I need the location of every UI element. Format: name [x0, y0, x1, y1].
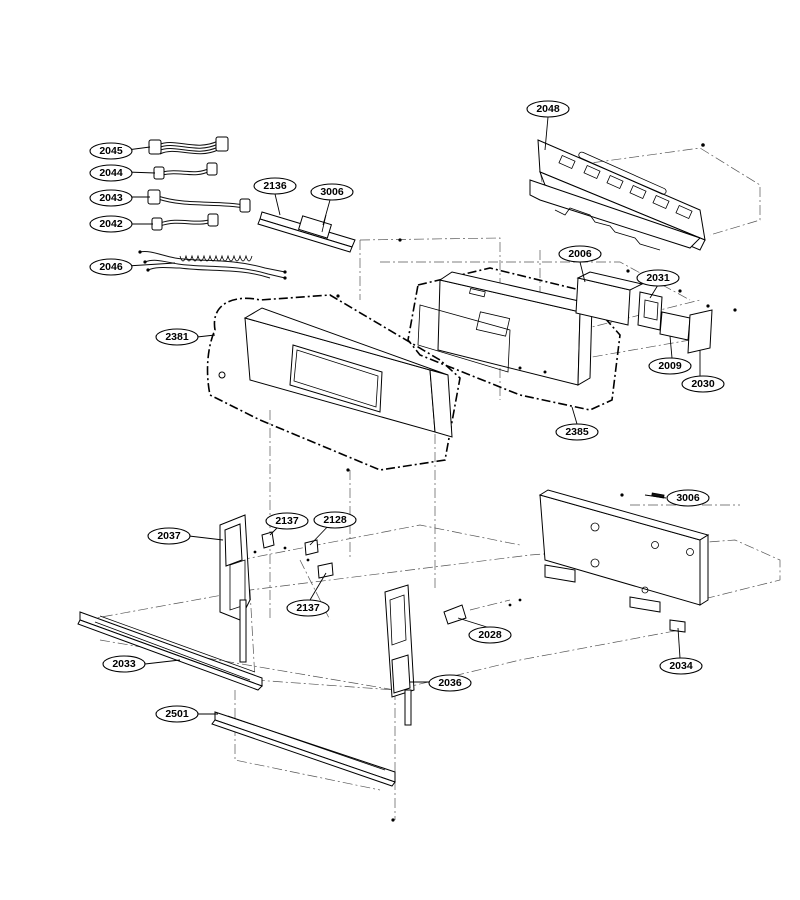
label-2043: 2043: [89, 189, 133, 207]
part-2136-bracket: [257, 211, 402, 253]
part-2137-clip-upper: [261, 531, 287, 550]
label-2045: 2045: [89, 142, 133, 160]
part-2042-wire-harness: [151, 213, 219, 231]
label-2501-text: 2501: [165, 708, 189, 720]
callout-labels: 2048 2045 2044 2043 2042 2046 2136 3006: [89, 100, 725, 723]
label-2137-lower: 2137: [286, 599, 330, 617]
label-2009-text: 2009: [658, 360, 682, 372]
label-2136: 2136: [253, 177, 297, 195]
label-3006-upper-text: 3006: [320, 186, 344, 198]
leader-lines: [126, 116, 701, 715]
label-2046-text: 2046: [99, 261, 123, 273]
label-2034-text: 2034: [669, 660, 693, 672]
part-2381-control-panel-group: [206, 294, 461, 472]
label-2034: 2034: [659, 657, 703, 675]
label-2501: 2501: [155, 705, 199, 723]
label-2009: 2009: [648, 357, 692, 375]
label-2137-upper: 2137: [265, 512, 309, 530]
label-2006: 2006: [558, 245, 602, 263]
label-2042-text: 2042: [99, 218, 123, 230]
label-2028: 2028: [468, 626, 512, 644]
label-2031-text: 2031: [646, 272, 670, 284]
part-2046-wire-harness: [138, 250, 287, 280]
part-2034-rear-frame: [538, 489, 710, 633]
label-2385-text: 2385: [565, 426, 589, 438]
part-2128-clip: [304, 539, 319, 562]
label-2137-lower-text: 2137: [296, 602, 320, 614]
part-2048-vent-panel: [529, 139, 706, 251]
label-2042: 2042: [89, 215, 133, 233]
part-2385-display-board-group: [407, 267, 621, 411]
part-2137-clip-lower: [317, 562, 334, 579]
label-2048: 2048: [526, 100, 570, 118]
label-2030: 2030: [681, 375, 725, 393]
part-2030-cover: [687, 308, 737, 354]
label-2037: 2037: [147, 527, 191, 545]
label-2037-text: 2037: [157, 530, 181, 542]
label-2137-upper-text: 2137: [275, 515, 299, 527]
label-2044-text: 2044: [99, 167, 123, 179]
label-2045-text: 2045: [99, 145, 123, 157]
label-2006-text: 2006: [568, 248, 592, 260]
label-2136-text: 2136: [263, 180, 287, 192]
label-2036-text: 2036: [438, 677, 462, 689]
part-2009-switch: [659, 304, 710, 341]
part-2037-side-bracket: [219, 514, 257, 663]
label-2044: 2044: [89, 164, 133, 182]
label-3006-upper: 3006: [310, 183, 354, 201]
label-2033-text: 2033: [112, 658, 136, 670]
label-3006-lower-text: 3006: [676, 492, 700, 504]
label-2128-text: 2128: [323, 514, 347, 526]
label-2385: 2385: [555, 423, 599, 441]
part-2043-wire-harness: [147, 189, 251, 213]
label-2048-text: 2048: [536, 103, 560, 115]
part-2044-wire-harness: [153, 162, 218, 180]
label-2030-text: 2030: [691, 378, 715, 390]
label-2036: 2036: [428, 674, 472, 692]
label-2046: 2046: [89, 258, 133, 276]
label-2128: 2128: [313, 511, 357, 529]
part-2033-trim-rail: [77, 611, 263, 691]
label-2031: 2031: [636, 269, 680, 287]
part-2501-trim-strip: [211, 711, 396, 822]
part-2028-clip: [443, 598, 522, 625]
part-2036-side-bracket: [384, 584, 415, 726]
part-2045-wire-harness: [148, 136, 229, 155]
label-2381-text: 2381: [165, 331, 189, 343]
label-2033: 2033: [102, 655, 146, 673]
label-2028-text: 2028: [478, 629, 502, 641]
label-3006-lower: 3006: [666, 489, 710, 507]
label-2043-text: 2043: [99, 192, 123, 204]
part-2006-board: [575, 269, 644, 326]
label-2381: 2381: [155, 328, 199, 346]
